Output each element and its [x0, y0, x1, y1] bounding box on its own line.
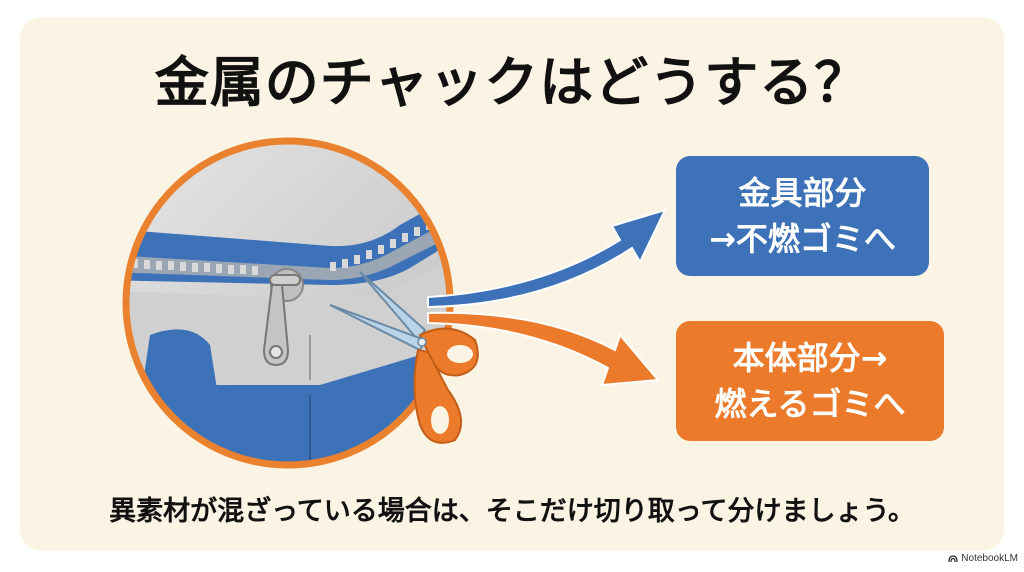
metal-parts-box: 金具部分 →不燃ゴミへ: [676, 156, 929, 276]
blue-arrow-icon: [427, 208, 667, 309]
notebooklm-logo-icon: [948, 555, 958, 563]
bag-zipper-closeup: [126, 141, 450, 465]
slide-title: 金属のチャックはどうする？: [154, 51, 870, 114]
metal-parts-label: 金具部分: [738, 174, 867, 212]
body-parts-box: 本体部分→ 燃えるゴミへ: [676, 321, 944, 441]
orange-arrow-icon: [427, 311, 661, 387]
body-parts-destination: 燃えるゴミへ: [714, 385, 906, 423]
branding-label: NotebookLM: [961, 553, 1018, 564]
slide-caption: 異素材が混ざっている場合は、そこだけ切り取って分けましょう。: [109, 496, 915, 527]
scissors-icon: [329, 271, 479, 444]
notebooklm-branding: NotebookLM: [948, 553, 1018, 564]
body-parts-label: 本体部分→: [732, 339, 888, 377]
metal-parts-destination: →不燃ゴミへ: [709, 220, 896, 258]
